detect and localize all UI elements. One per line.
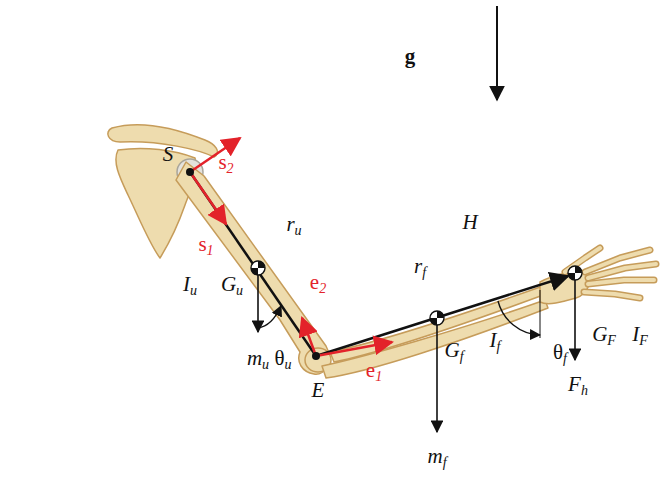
symbol-label: H <box>462 212 477 233</box>
angle-arc <box>498 301 540 335</box>
symbol-base: s <box>198 232 206 256</box>
symbol-label: Gu <box>221 274 243 295</box>
symbol-subscript: 1 <box>375 369 382 384</box>
symbol-base: θ <box>553 340 563 364</box>
symbol-subscript: 2 <box>319 281 326 296</box>
symbol-label: θu <box>274 348 291 369</box>
symbol-label: Gf <box>444 340 463 361</box>
symbol-label: Iu <box>183 274 197 295</box>
com-marker <box>251 261 265 275</box>
symbol-label: GF <box>592 324 616 345</box>
symbol-label: If <box>490 330 501 351</box>
angle-arc <box>258 306 281 328</box>
e2-vector <box>302 318 316 356</box>
symbol-label: rf <box>414 256 426 277</box>
symbol-base: G <box>592 322 607 346</box>
symbol-label: mu <box>247 348 269 369</box>
humerus <box>176 162 329 374</box>
symbol-subscript: F <box>607 333 616 348</box>
symbol-subscript: 2 <box>227 161 234 176</box>
symbol-subscript: f <box>443 455 447 470</box>
s1-vector <box>190 172 226 224</box>
weight-arrow <box>436 318 438 432</box>
symbol-label: mf <box>427 446 446 467</box>
symbol-base: G <box>444 338 459 362</box>
angle-reference <box>540 290 541 338</box>
symbol-label: θf <box>553 342 567 363</box>
symbol-base: I <box>632 322 639 346</box>
symbol-subscript: u <box>236 283 243 298</box>
symbol-label: ru <box>286 214 301 235</box>
symbol-label: E <box>312 380 325 401</box>
symbol-subscript: f <box>497 339 501 354</box>
gravity-arrow <box>496 6 498 100</box>
symbol-subscript: u <box>295 223 302 238</box>
symbol-label: s2 <box>218 152 233 173</box>
symbol-base: r <box>286 212 294 236</box>
com-marker <box>430 311 444 325</box>
bones <box>108 125 656 378</box>
weight-arrow <box>257 268 259 332</box>
e1-vector <box>316 342 392 356</box>
ulna <box>322 300 548 378</box>
symbol-subscript: u <box>262 357 269 372</box>
radius <box>330 286 546 362</box>
symbol-label: e1 <box>366 360 382 381</box>
symbol-subscript: 1 <box>207 243 214 258</box>
symbol-base: I <box>183 272 190 296</box>
symbol-base: e <box>366 358 375 382</box>
symbol-base: r <box>414 254 422 278</box>
joint-point <box>312 352 320 360</box>
symbol-base: m <box>247 346 262 370</box>
symbol-label: S <box>163 144 174 165</box>
symbol-base: I <box>490 328 497 352</box>
upper-arm-vector <box>190 172 316 356</box>
symbol-subscript: u <box>285 357 292 372</box>
symbol-subscript: f <box>460 349 464 364</box>
symbol-base: m <box>427 444 442 468</box>
symbol-label: g <box>405 46 416 67</box>
symbol-label: IF <box>632 324 648 345</box>
force-arrow <box>574 273 576 360</box>
symbol-base: G <box>221 272 236 296</box>
com-marker <box>568 266 582 280</box>
forearm-vector <box>316 276 568 356</box>
symbol-subscript: f <box>422 265 426 280</box>
symbol-subscript: f <box>563 351 567 366</box>
symbol-subscript: h <box>581 383 588 398</box>
symbol-base: θ <box>274 346 284 370</box>
symbol-subscript: F <box>639 333 648 348</box>
symbol-base: e <box>310 270 319 294</box>
finger-fill <box>565 248 656 298</box>
symbol-label: s1 <box>198 234 213 255</box>
symbol-label: e2 <box>310 272 326 293</box>
fingers <box>565 248 656 298</box>
symbol-base: F <box>568 372 581 396</box>
symbol-label: Fh <box>568 374 588 395</box>
joint-point <box>186 168 194 176</box>
symbol-subscript: u <box>190 283 197 298</box>
symbol-base: s <box>218 150 226 174</box>
